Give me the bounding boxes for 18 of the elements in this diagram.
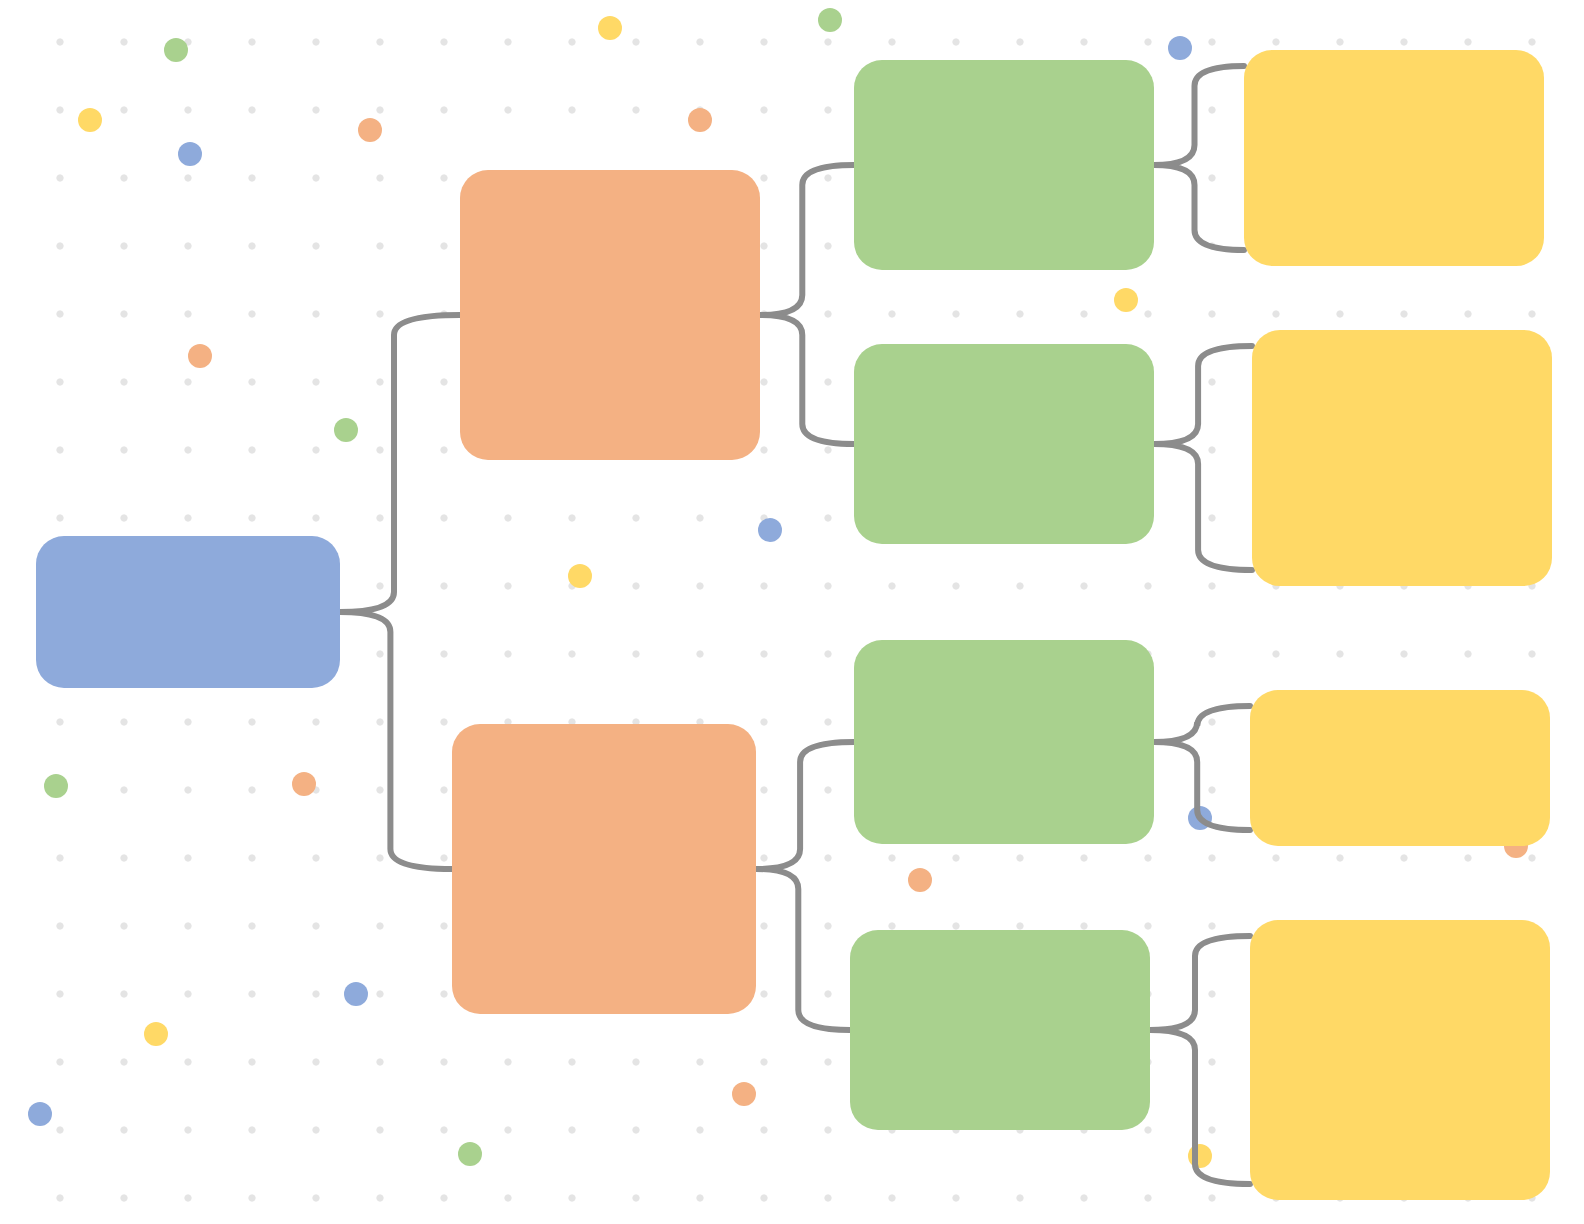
- brace-connector: [757, 312, 857, 447]
- note-box: [1252, 330, 1552, 586]
- brace-connector: [753, 866, 853, 1033]
- detail-box: [854, 60, 1154, 270]
- brace-connector: [337, 609, 455, 872]
- branch-box: [460, 170, 760, 460]
- branch-box: [452, 724, 756, 1014]
- detail-box: [854, 344, 1154, 544]
- topic-box: [36, 536, 340, 688]
- note-box: [1244, 50, 1544, 266]
- note-box: [1250, 920, 1550, 1200]
- note-box: [1250, 690, 1550, 846]
- brace-connector: [1151, 703, 1253, 833]
- brace-connector: [1151, 63, 1247, 253]
- brace-connector: [1151, 343, 1255, 573]
- detail-box: [854, 640, 1154, 844]
- detail-box: [850, 930, 1150, 1130]
- brace-connector: [1147, 933, 1253, 1187]
